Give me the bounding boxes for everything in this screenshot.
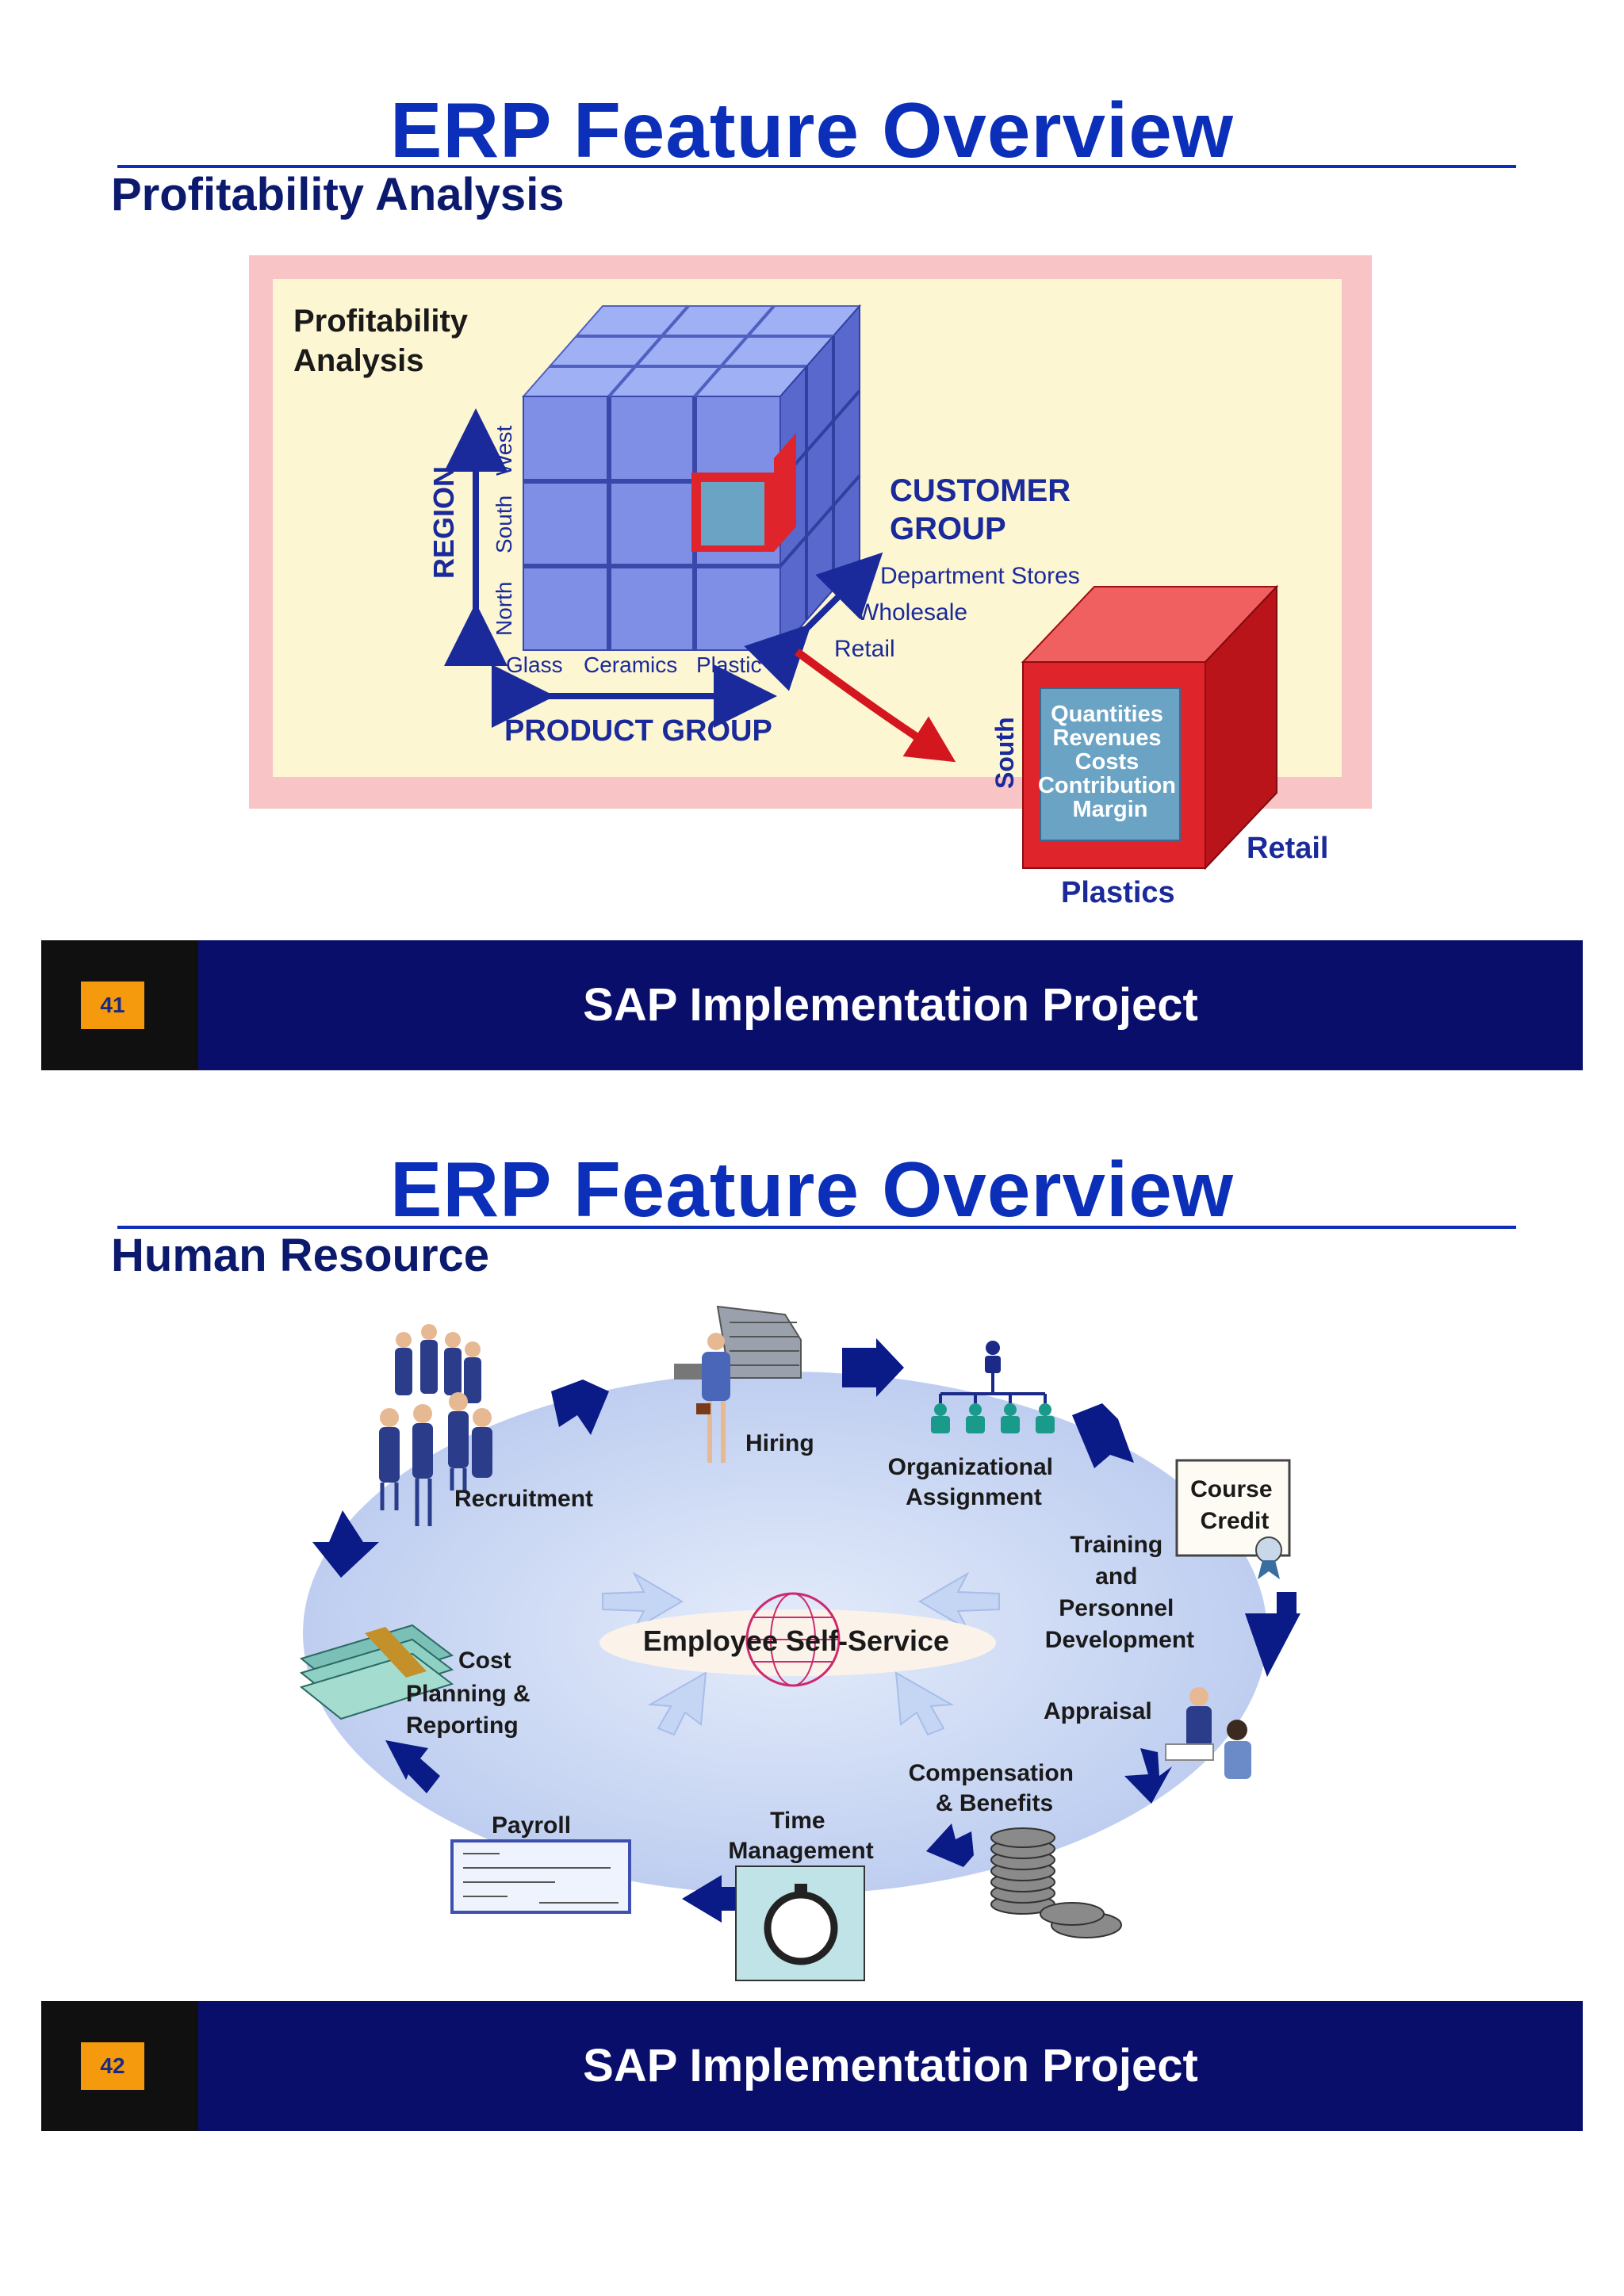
customer-wholesale: Wholesale [856, 599, 967, 626]
globe-icon [745, 1592, 841, 1687]
title-rule [117, 165, 1516, 168]
slide1-subtitle: Profitability Analysis [111, 169, 565, 220]
detail-values: Quantities Revenues Costs Contribution M… [1038, 702, 1182, 822]
red-drill-arrow [795, 648, 956, 763]
arrow-icon [1124, 1748, 1172, 1804]
org-chart-icon [931, 1341, 1055, 1433]
step-appraisal: Appraisal [1044, 1698, 1152, 1724]
region-south: South [492, 496, 516, 553]
arrow-icon [842, 1338, 904, 1397]
product-glass: Glass [506, 652, 563, 677]
box-title: Profitability Analysis [293, 304, 477, 378]
arrow-icon [312, 1510, 379, 1578]
region-label: REGION [427, 466, 460, 579]
step-organizational: Organizational Assignment [888, 1454, 1060, 1510]
slide2-title: ERP Feature Overview [389, 1146, 1235, 1233]
arrow-icon [926, 1823, 974, 1867]
slide1-title: ERP Feature Overview [389, 86, 1235, 174]
detail-south: South [990, 717, 1019, 789]
product-group-label: PRODUCT GROUP [504, 714, 772, 748]
region-north: North [492, 582, 516, 636]
step-compensation: Compensation & Benefits [909, 1760, 1081, 1816]
arrow-icon [682, 1875, 737, 1923]
certificate-icon [1175, 1459, 1291, 1579]
center-label-bg [599, 1609, 996, 1676]
title-rule [117, 1226, 1516, 1229]
footer-title: SAP Implementation Project [583, 2040, 1198, 2091]
cycle-arrows [312, 1338, 1300, 1923]
cube-icon [521, 304, 862, 652]
product-ceramics: Ceramics [584, 652, 677, 677]
meeting-people-icon [1165, 1687, 1251, 1779]
page-number-box: 42 [41, 2001, 198, 2131]
product-plastic: Plastic [696, 652, 761, 677]
page-number-box: 41 [41, 940, 198, 1070]
check-icon [450, 1839, 631, 1914]
step-payroll: Payroll [492, 1812, 571, 1839]
center-label: Employee Self-Service [643, 1624, 949, 1657]
page-number: 41 [81, 982, 144, 1029]
coins-icon [990, 1827, 1122, 1938]
detail-retail: Retail [1247, 832, 1328, 865]
person-icon [696, 1333, 730, 1463]
arrow-icon [551, 1380, 609, 1435]
stopwatch-icon [735, 1866, 865, 1981]
hr-cycle-diagram: Employee Self-Service Recruitment [299, 1305, 1300, 1981]
detail-cube-icon [1021, 584, 1279, 871]
money-icon [299, 1624, 454, 1720]
detail-plastics: Plastics [1061, 876, 1175, 909]
page-number: 42 [81, 2042, 144, 2090]
slide1-footer: 41 SAP Implementation Project [41, 940, 1583, 1070]
building-icon [674, 1305, 802, 1380]
arrow-icon [1245, 1592, 1300, 1677]
customer-group-label: CUSTOMER GROUP [890, 473, 1079, 546]
slide2-subtitle: Human Resource [111, 1230, 490, 1281]
profitability-diagram: Profitability Analysis REGION North Sout… [249, 255, 1372, 909]
customer-arrow [744, 552, 883, 691]
region-west: West [492, 426, 516, 476]
inner-arrows [602, 1571, 1000, 1736]
course-credit: Course Credit [1190, 1476, 1279, 1534]
slide2-footer: 42 SAP Implementation Project [41, 2001, 1583, 2131]
arrow-icon [385, 1740, 440, 1793]
customer-dept-stores: Department Stores [880, 563, 1080, 589]
step-cost-planning: Cost Planning & Reporting [406, 1647, 537, 1739]
arrow-icon [1072, 1403, 1134, 1468]
step-hiring: Hiring [745, 1430, 814, 1456]
step-training: Training and Personnel Development [1045, 1532, 1194, 1653]
step-recruitment: Recruitment [454, 1486, 593, 1512]
footer-title: SAP Implementation Project [583, 979, 1198, 1031]
customer-retail: Retail [834, 636, 895, 662]
people-icon [379, 1324, 492, 1526]
step-time: Time Management [728, 1808, 873, 1864]
